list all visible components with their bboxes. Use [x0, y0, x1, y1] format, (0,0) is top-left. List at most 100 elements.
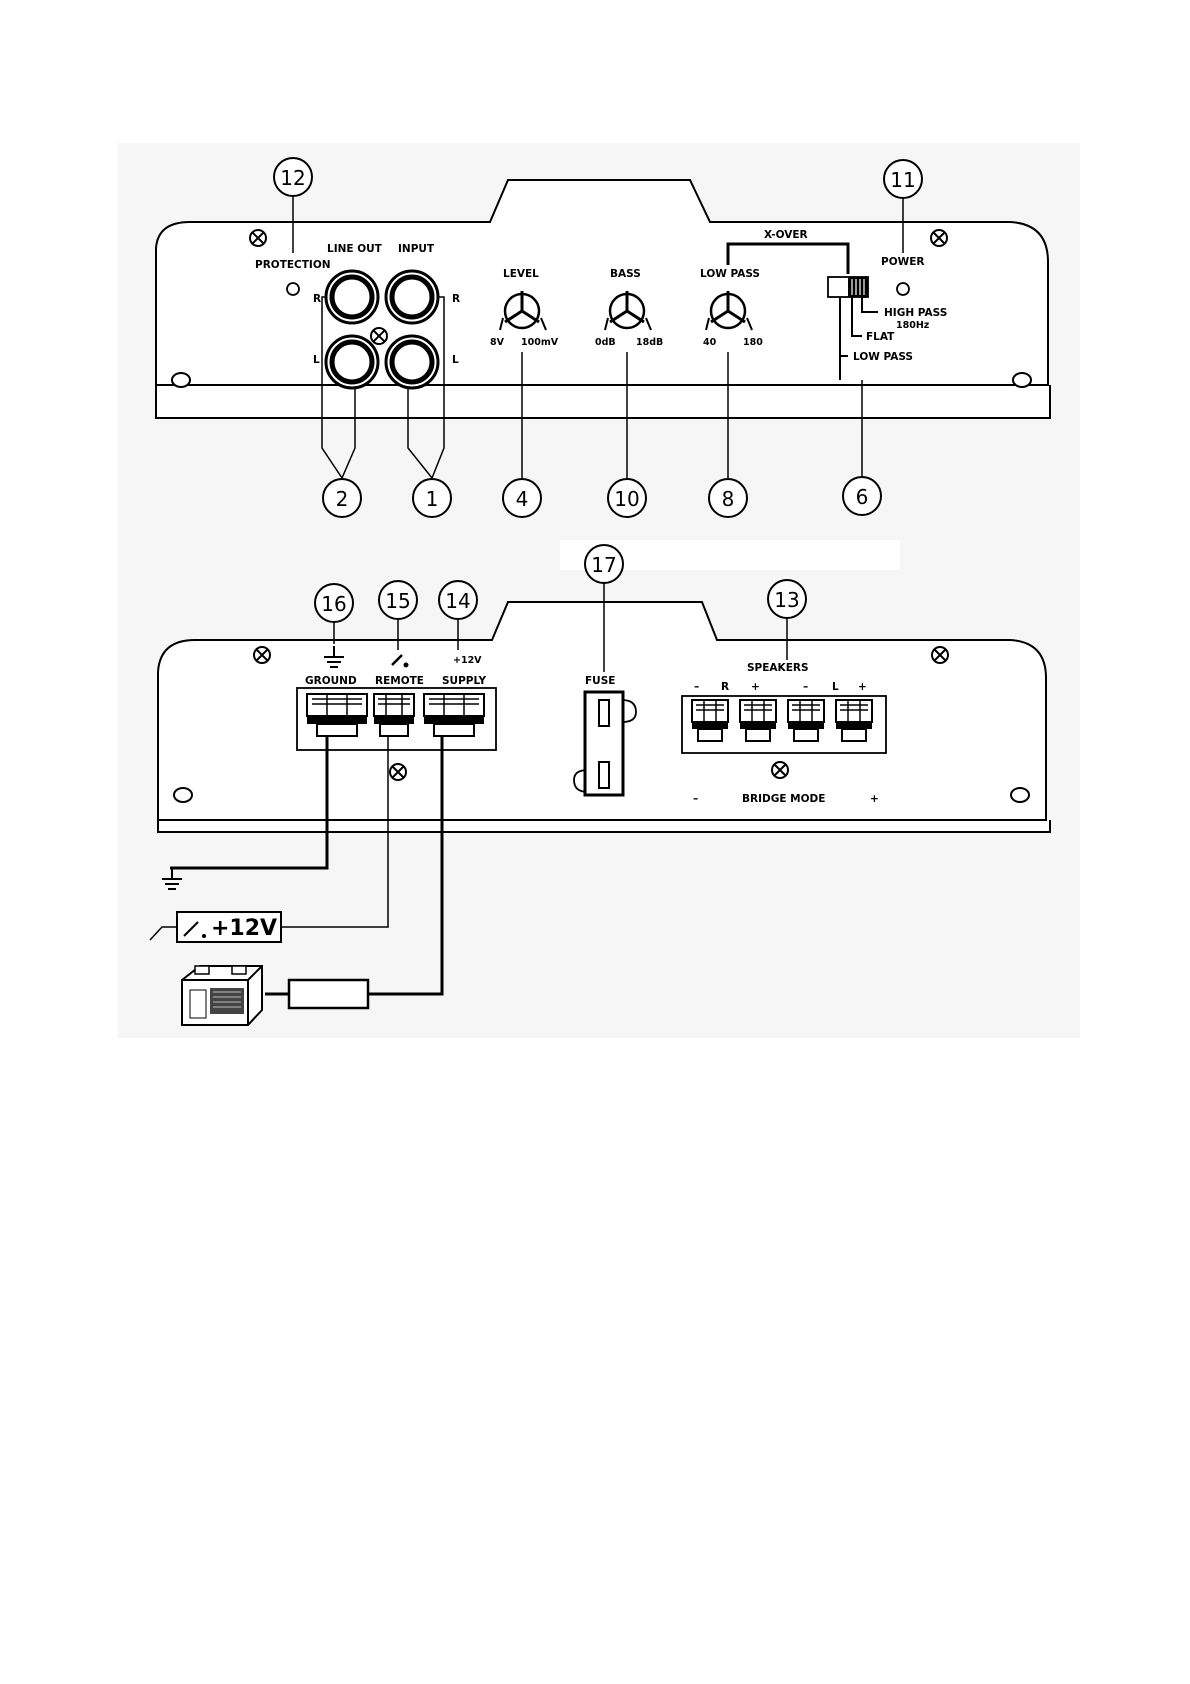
power-label: POWER [881, 256, 924, 268]
bass-knob-icon [604, 291, 652, 331]
callout-16: 16 [314, 583, 354, 623]
svg-text:11: 11 [890, 168, 915, 192]
bass-max-label: 18dB [636, 337, 663, 348]
spk-r-label: R [721, 681, 729, 693]
callout-11: 11 [883, 159, 923, 199]
callout-2-leader [321, 296, 356, 479]
front-panel: PROTECTION LINE OUT INPUT R L R L LEVEL … [155, 157, 1051, 518]
callout-14: 14 [438, 580, 478, 620]
x-over-label: X-OVER [764, 229, 808, 241]
low-pass-min-label: 40 [703, 337, 717, 348]
callout-6: 6 [842, 476, 882, 516]
ground-symbol-icon [324, 646, 344, 668]
bridge-mode-label: BRIDGE MODE [742, 793, 825, 805]
svg-text:15: 15 [385, 589, 410, 613]
speaker-terminal-icon [739, 699, 777, 742]
low-pass-switch-label: LOW PASS [853, 351, 913, 363]
high-pass-label: HIGH PASS [884, 307, 947, 319]
low-pass-label: LOW PASS [700, 268, 760, 280]
supply-wire [265, 736, 444, 996]
input-l-label: L [452, 354, 459, 366]
level-label: LEVEL [503, 268, 539, 280]
rear-mount-hole-left [173, 787, 193, 803]
front-mount-hole-left [171, 372, 191, 388]
line-out-label: LINE OUT [327, 243, 383, 255]
supply-label: SUPPLY [442, 675, 487, 687]
rear-base-plate [157, 820, 1051, 833]
rca-jack-icon [384, 269, 440, 325]
level-max-label: 100mV [521, 337, 559, 348]
remote-switch-icon [391, 654, 409, 668]
flat-label: FLAT [866, 331, 895, 343]
speaker-terminal-icon [787, 699, 825, 742]
callout-8: 8 [708, 478, 748, 518]
input-label: INPUT [398, 243, 435, 255]
input-r-label: R [452, 293, 460, 305]
svg-text:14: 14 [445, 589, 470, 613]
svg-text:16: 16 [321, 592, 346, 616]
screw-icon [370, 327, 388, 345]
callout-15: 15 [378, 580, 418, 620]
screw-icon [931, 646, 949, 664]
callout-2: 2 [322, 478, 362, 518]
svg-text:17: 17 [591, 553, 616, 577]
low-pass-knob-icon [705, 291, 753, 331]
ground-terminal-icon [306, 693, 368, 737]
svg-text:1: 1 [426, 487, 439, 511]
crossover-switch-icon [827, 276, 869, 298]
callout-4: 4 [502, 478, 542, 518]
rear-mount-hole-right [1010, 787, 1030, 803]
rca-jack-icon [384, 334, 440, 390]
bridge-minus-label: – [693, 793, 698, 805]
remote-wire [282, 736, 389, 928]
fuse-label: FUSE [585, 675, 615, 687]
callout-17: 17 [584, 544, 624, 584]
remote-label: REMOTE [375, 675, 424, 687]
x-over-bracket [726, 242, 850, 274]
svg-text:8: 8 [722, 487, 735, 511]
speaker-terminal-icon [835, 699, 873, 742]
callout-13: 13 [767, 579, 807, 619]
remote-switch-box: +12V [149, 911, 282, 943]
low-pass-max-label: 180 [743, 337, 763, 348]
bridge-plus-label: + [870, 793, 879, 805]
callout-10: 10 [607, 478, 647, 518]
front-base-plate [155, 385, 1051, 419]
svg-text:12: 12 [280, 166, 305, 190]
remote-terminal-icon [373, 693, 415, 737]
protection-led-icon [286, 282, 300, 296]
callout-1: 1 [412, 478, 452, 518]
screw-icon [249, 229, 267, 247]
fuse-holder-icon [573, 690, 637, 797]
spk-minus-r-label: – [694, 681, 699, 693]
high-pass-freq-label: 180Hz [896, 320, 930, 331]
power-led-icon [896, 282, 910, 296]
supply-terminal-icon [423, 693, 485, 737]
speakers-label: SPEAKERS [747, 662, 809, 674]
spk-l-label: L [832, 681, 839, 693]
spk-minus-l-label: – [803, 681, 808, 693]
front-mount-hole-right [1012, 372, 1032, 388]
callout-1-leader [407, 296, 445, 479]
bass-min-label: 0dB [595, 337, 616, 348]
bass-label: BASS [610, 268, 641, 280]
inline-fuse-icon [287, 978, 370, 1010]
svg-text:4: 4 [516, 487, 529, 511]
remote-switch-voltage-label: +12V [211, 916, 277, 941]
chassis-ground-icon [162, 868, 182, 890]
external-wiring: +12V [149, 736, 444, 1026]
screw-icon [253, 646, 271, 664]
svg-text:10: 10 [614, 487, 639, 511]
crossover-switch-leaders [839, 297, 878, 380]
spk-plus-l-label: + [858, 681, 867, 693]
svg-text:13: 13 [774, 588, 799, 612]
speaker-terminal-icon [691, 699, 729, 742]
level-min-label: 8V [490, 337, 505, 348]
rca-jack-icon [324, 269, 380, 325]
plus12v-label: +12V [453, 655, 482, 666]
screw-icon [771, 761, 789, 779]
screw-icon [389, 763, 407, 781]
rear-panel: +12V GROUND REMOTE SUPPLY FUSE [157, 544, 1051, 833]
protection-label: PROTECTION [255, 259, 331, 271]
